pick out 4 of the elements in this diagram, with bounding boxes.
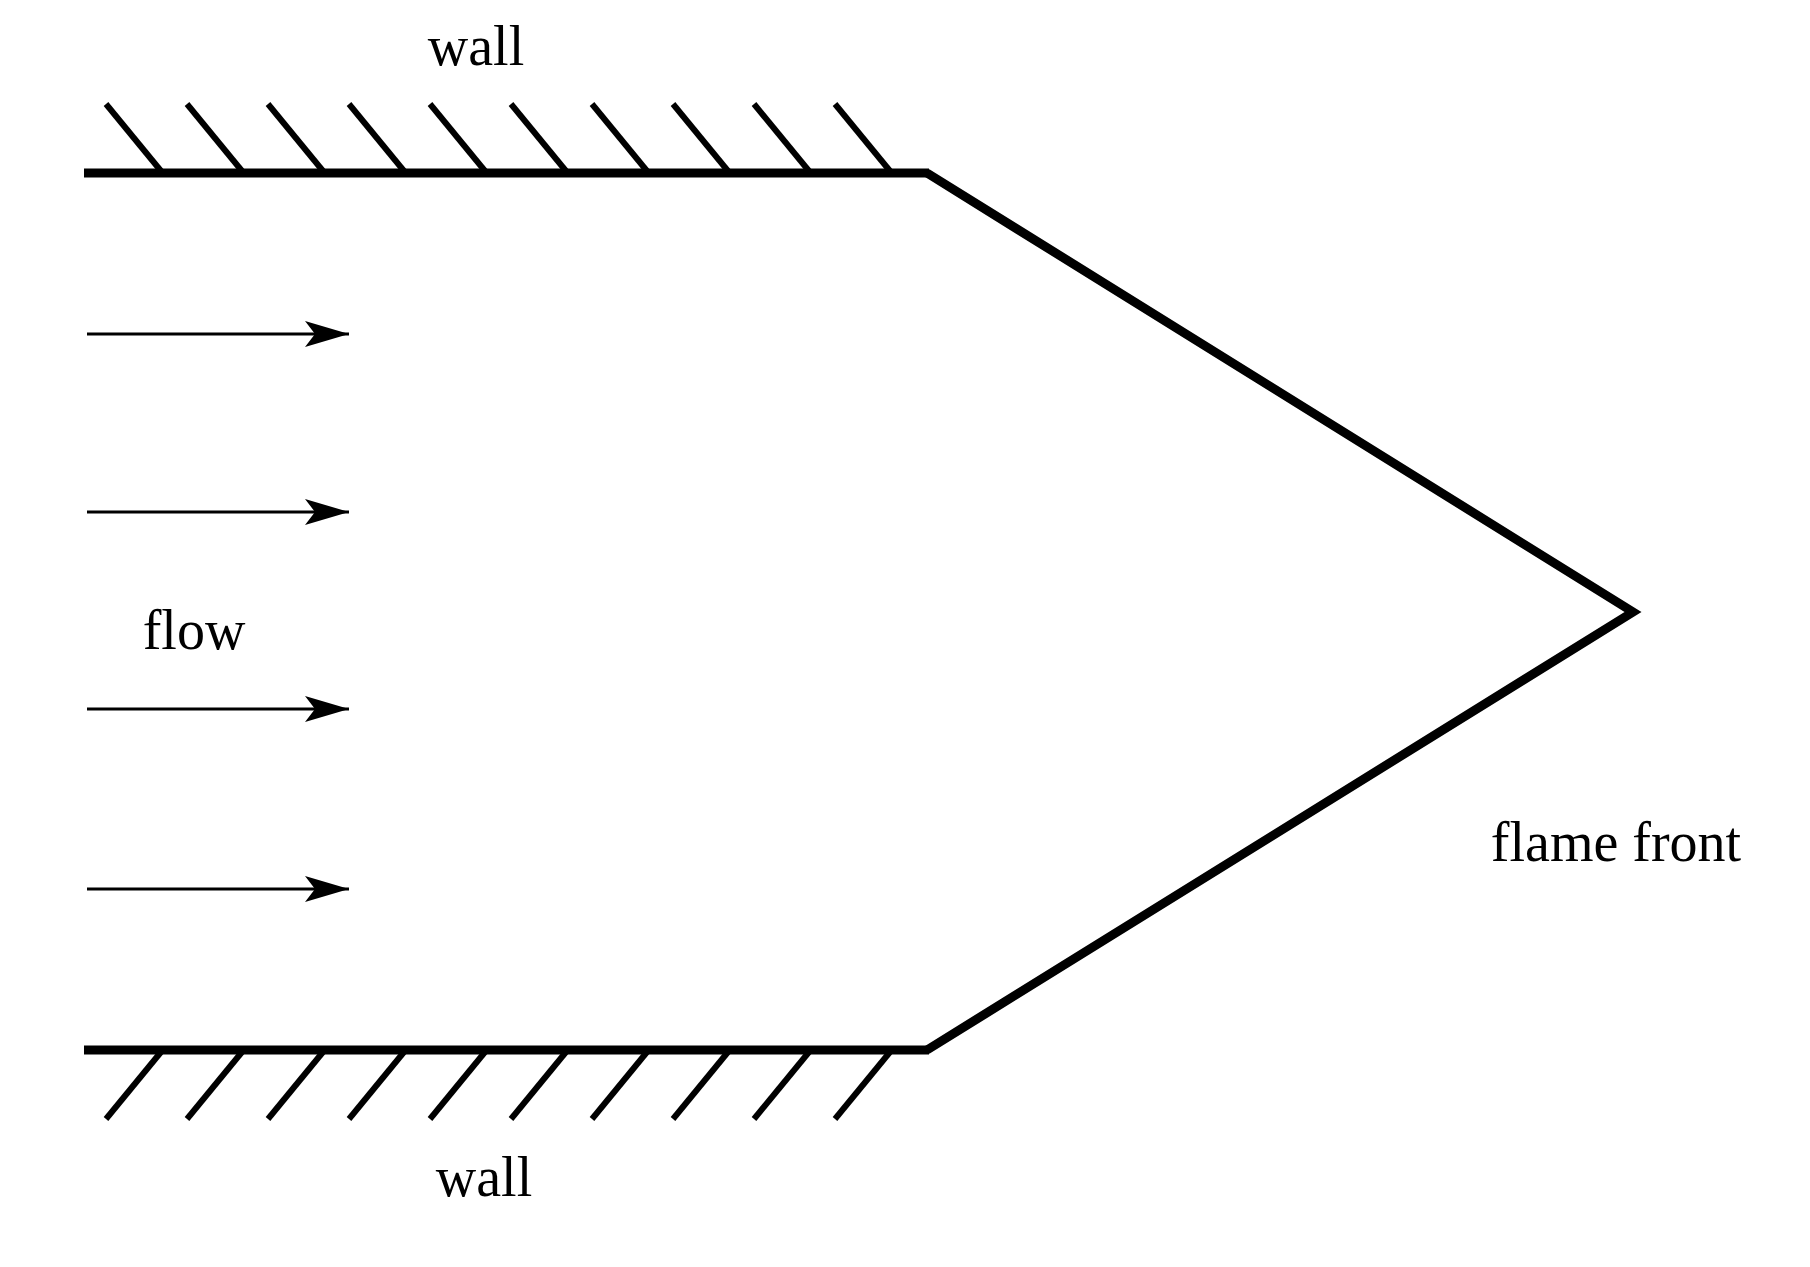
flow-label: flow [142, 602, 246, 658]
wall-label: wall [427, 18, 525, 74]
wall-label: wall [435, 1149, 533, 1205]
flame-front-label: flame front [1490, 814, 1742, 870]
